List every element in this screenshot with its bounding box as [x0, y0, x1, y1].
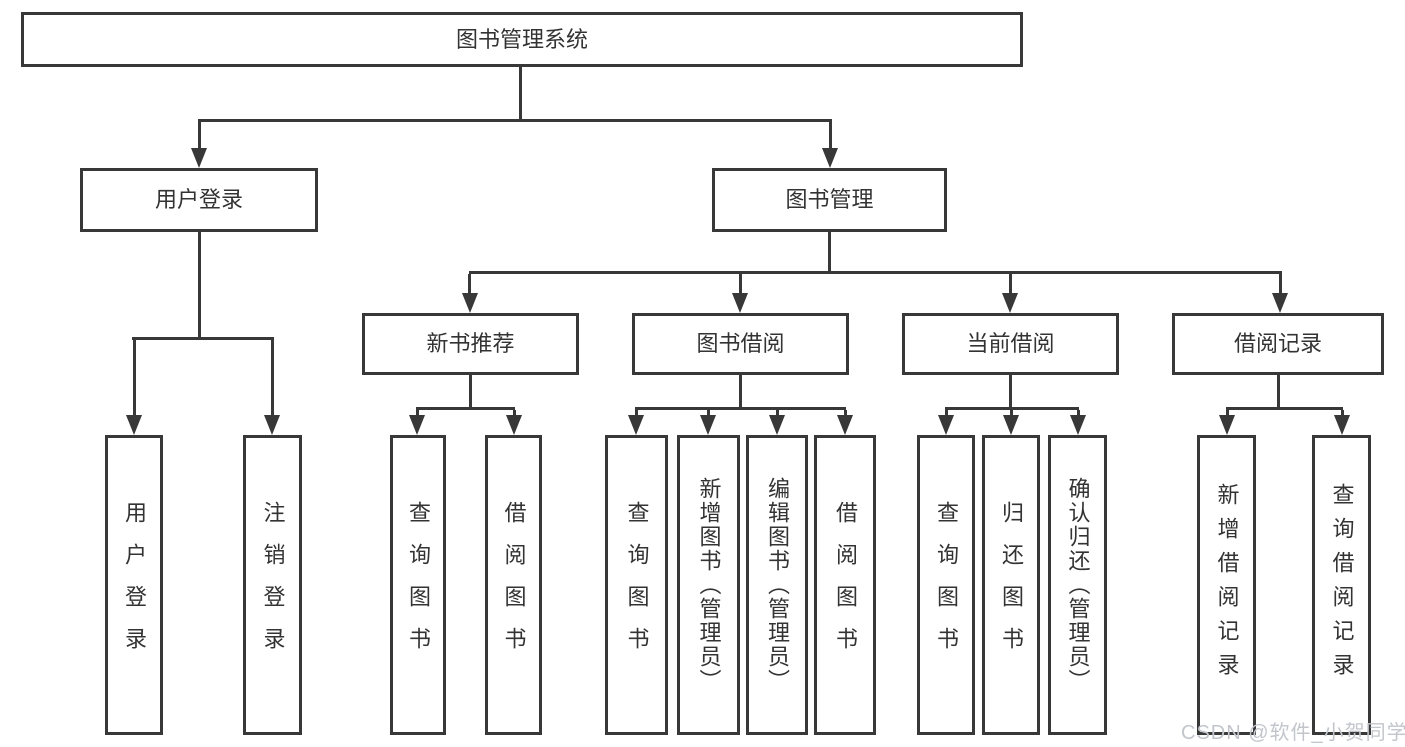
connector-book-mgmt-stem: [829, 120, 832, 148]
connector-leaf-stem: [844, 410, 847, 415]
connector-leaf-stem: [133, 340, 136, 415]
arrow-down-icon: [769, 415, 785, 435]
connector-section-stem: [1279, 274, 1282, 293]
connector-leaf-stem: [945, 410, 948, 415]
leaf-label: 借阅图书: [833, 501, 858, 669]
connector-leaf-stem: [1010, 410, 1013, 415]
connector-leaf-stem: [707, 410, 710, 415]
node-current-borrow: 当前借阅: [902, 313, 1119, 375]
leaf-query-borrow-record: 查询借阅记录: [1312, 435, 1371, 735]
arrow-down-icon: [628, 415, 644, 435]
node-library-management-system: 图书管理系统: [21, 12, 1023, 67]
leaf-label: 查询图书: [624, 501, 650, 669]
node-label: 借阅记录: [1233, 331, 1322, 356]
leaf-query-books-borrow: 查询图书: [605, 435, 668, 735]
connector-section-stem: [1009, 274, 1012, 293]
arrow-down-icon: [191, 148, 207, 168]
arrow-down-icon: [732, 293, 748, 313]
leaf-borrow-books: 借阅图书: [814, 435, 876, 735]
arrow-down-icon: [1334, 415, 1350, 435]
arrow-down-icon: [1070, 415, 1086, 435]
arrow-down-icon: [1002, 293, 1018, 313]
connector-section-stem: [468, 274, 471, 293]
leaf-label: 归还图书: [999, 501, 1024, 669]
leaf-query-books-recommend: 查询图书: [390, 435, 446, 735]
connector-leaf-stem: [1341, 410, 1344, 415]
leaf-label: 编辑图书（管理员）: [765, 477, 790, 693]
leaf-borrow-books-recommend: 借阅图书: [485, 435, 542, 735]
leaf-user-login: 用户登录: [105, 435, 163, 735]
leaf-label: 确认归还（管理员）: [1065, 477, 1091, 693]
connector-section-bar: [416, 407, 515, 410]
arrow-down-icon: [506, 415, 522, 435]
connector-user-login-stem: [198, 120, 201, 148]
arrow-down-icon: [700, 415, 716, 435]
connector-root-stem: [519, 67, 522, 120]
connector-leaf-stem: [776, 410, 779, 415]
arrow-down-icon: [1219, 415, 1235, 435]
leaf-label: 借阅图书: [501, 501, 527, 669]
node-label: 图书管理: [785, 187, 874, 212]
leaf-logout: 注销登录: [243, 435, 302, 735]
connector-leaf-stem: [416, 410, 419, 415]
arrow-down-icon: [409, 415, 425, 435]
leaf-label: 查询图书: [934, 501, 959, 669]
connector-section-down: [1277, 375, 1280, 407]
node-label: 新书推荐: [426, 331, 515, 356]
connector-section-bar: [635, 407, 846, 410]
connector-book-mgmt-bar: [469, 271, 1282, 274]
connector-leaf-stem: [1226, 410, 1229, 415]
node-user-login: 用户登录: [80, 168, 318, 232]
node-book-borrow: 图书借阅: [632, 313, 849, 375]
connector-root-bar: [198, 119, 832, 122]
leaf-return-book: 归还图书: [982, 435, 1040, 735]
leaf-label: 用户登录: [122, 501, 147, 669]
node-borrow-records: 借阅记录: [1172, 313, 1384, 375]
connector-section-down: [1009, 375, 1012, 407]
connector-leaf-stem: [635, 410, 638, 415]
leaf-label: 查询图书: [406, 501, 431, 669]
arrow-down-icon: [1003, 415, 1019, 435]
connector-section-bar: [1226, 407, 1343, 410]
csdn-watermark: CSDN @软件_小贺同学: [1181, 722, 1405, 744]
node-label: 当前借阅: [966, 331, 1055, 356]
connector-leaf-stem: [513, 410, 516, 415]
arrow-down-icon: [822, 148, 838, 168]
node-label: 图书借阅: [696, 331, 785, 356]
connector-leaf-stem: [1077, 410, 1080, 415]
connector-user-login-bar: [132, 337, 274, 340]
node-label: 用户登录: [154, 187, 243, 212]
connector-leaf-stem: [271, 340, 274, 415]
node-label: 图书管理系统: [455, 26, 588, 52]
leaf-add-book-admin: 新增图书（管理员）: [677, 435, 740, 735]
arrow-down-icon: [837, 415, 853, 435]
leaf-edit-book-admin: 编辑图书（管理员）: [746, 435, 808, 735]
arrow-down-icon: [1272, 293, 1288, 313]
node-new-book-recommend: 新书推荐: [362, 313, 579, 375]
leaf-label: 新增借阅记录: [1214, 483, 1240, 687]
connector-section-bar: [945, 407, 1079, 410]
leaf-add-borrow-record: 新增借阅记录: [1197, 435, 1256, 735]
leaf-confirm-return-admin: 确认归还（管理员）: [1048, 435, 1107, 735]
connector-section-down: [739, 375, 742, 407]
connector-section-stem: [739, 274, 742, 293]
arrow-down-icon: [938, 415, 954, 435]
arrow-down-icon: [264, 415, 280, 435]
node-book-management: 图书管理: [712, 168, 947, 232]
arrow-down-icon: [462, 293, 478, 313]
leaf-label: 注销登录: [260, 501, 286, 669]
leaf-label: 新增图书（管理员）: [696, 477, 722, 693]
arrow-down-icon: [126, 415, 142, 435]
connector-user-login-down: [198, 232, 201, 337]
connector-section-down: [469, 375, 472, 407]
connector-book-mgmt-down: [828, 232, 831, 271]
leaf-label: 查询借阅记录: [1329, 483, 1355, 687]
leaf-query-books-current: 查询图书: [917, 435, 975, 735]
